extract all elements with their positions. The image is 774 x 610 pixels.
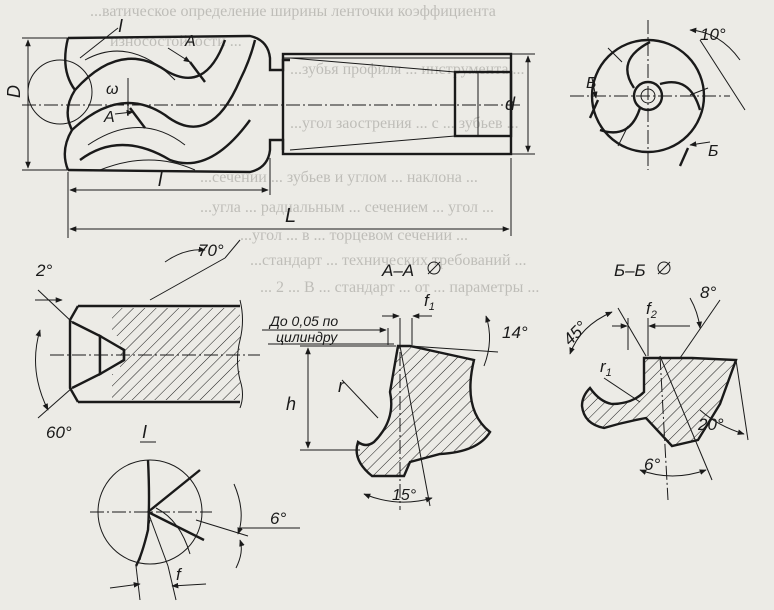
label-A-top: A — [184, 33, 196, 50]
section-AA: А–А До 0,05 по цилиндру f1 14° h r 15° — [262, 261, 528, 510]
label-section-BB: Б–Б — [614, 261, 646, 280]
label-detail-I: I — [142, 422, 147, 442]
label-angle-6-detail: 6° — [270, 509, 286, 528]
dimension-D: D — [4, 37, 68, 171]
bg-line: ...угол ... в ... торцевом сечении ... — [240, 227, 468, 244]
bg-line: ...ватическое определение ширины ленточк… — [90, 3, 496, 20]
label-omega: ω — [106, 81, 118, 98]
label-angle-70: 70° — [198, 241, 224, 260]
label-angle-60: 60° — [46, 423, 72, 442]
label-section-AA: А–А — [381, 261, 414, 280]
label-B-left: Б — [586, 75, 596, 92]
section-BB: Б–Б f2 45° 8° r1 20° 6° — [559, 261, 749, 501]
label-L: L — [285, 205, 296, 227]
bg-line: ...сечении ... зубьев и углом ... наклон… — [200, 169, 478, 186]
bg-line: ...угол заострения ... с ... зубьев ... — [290, 115, 519, 132]
label-D: D — [4, 85, 24, 98]
label-f-detail: f — [176, 565, 183, 584]
label-angle-20: 20° — [697, 415, 724, 434]
label-note-line1: До 0,05 по — [268, 313, 338, 329]
detail-I: I 6° f — [90, 422, 300, 601]
bg-line: ...зубья профиля ... инструмента ... — [290, 61, 524, 78]
label-f1: f1 — [424, 291, 435, 313]
dimension-l: l — [67, 158, 271, 238]
label-f2: f2 — [646, 299, 657, 321]
label-r1: r1 — [600, 357, 612, 379]
label-note-line2: цилиндру — [276, 329, 338, 345]
bg-line: ... 2 ... В ... стандарт ... от ... пара… — [260, 279, 539, 296]
label-angle-45: 45° — [559, 317, 591, 349]
label-B-right: Б — [708, 143, 718, 160]
view-circle-I — [27, 59, 93, 125]
background-text: ...ватическое определение ширины ленточк… — [90, 3, 539, 296]
label-r: r — [338, 376, 345, 396]
label-d: d — [505, 94, 516, 114]
leader-I — [79, 27, 119, 59]
dimension-d: d — [505, 53, 535, 155]
label-angle-14: 14° — [502, 323, 528, 342]
label-h: h — [286, 394, 296, 414]
bg-line: ...стандарт ... технических требований .… — [250, 252, 527, 269]
dimension-L: L — [69, 158, 512, 236]
end-view: 10° Б Б — [570, 20, 746, 170]
label-view-I: I — [118, 16, 123, 36]
label-angle-10: 10° — [700, 25, 726, 44]
label-angle-2: 2° — [35, 261, 52, 280]
label-angle-15: 15° — [392, 487, 417, 504]
bg-line: ...угла ... радиальным ... сечением ... … — [200, 199, 494, 216]
main-view — [22, 34, 520, 174]
center-hole-section: 70° 2° 60° — [35, 239, 260, 442]
label-l: l — [158, 169, 163, 191]
label-angle-6-bb: 6° — [644, 455, 660, 474]
label-angle-8: 8° — [700, 283, 716, 302]
section-A-markers: A A ω — [103, 33, 206, 129]
label-A-bottom: A — [103, 109, 115, 126]
